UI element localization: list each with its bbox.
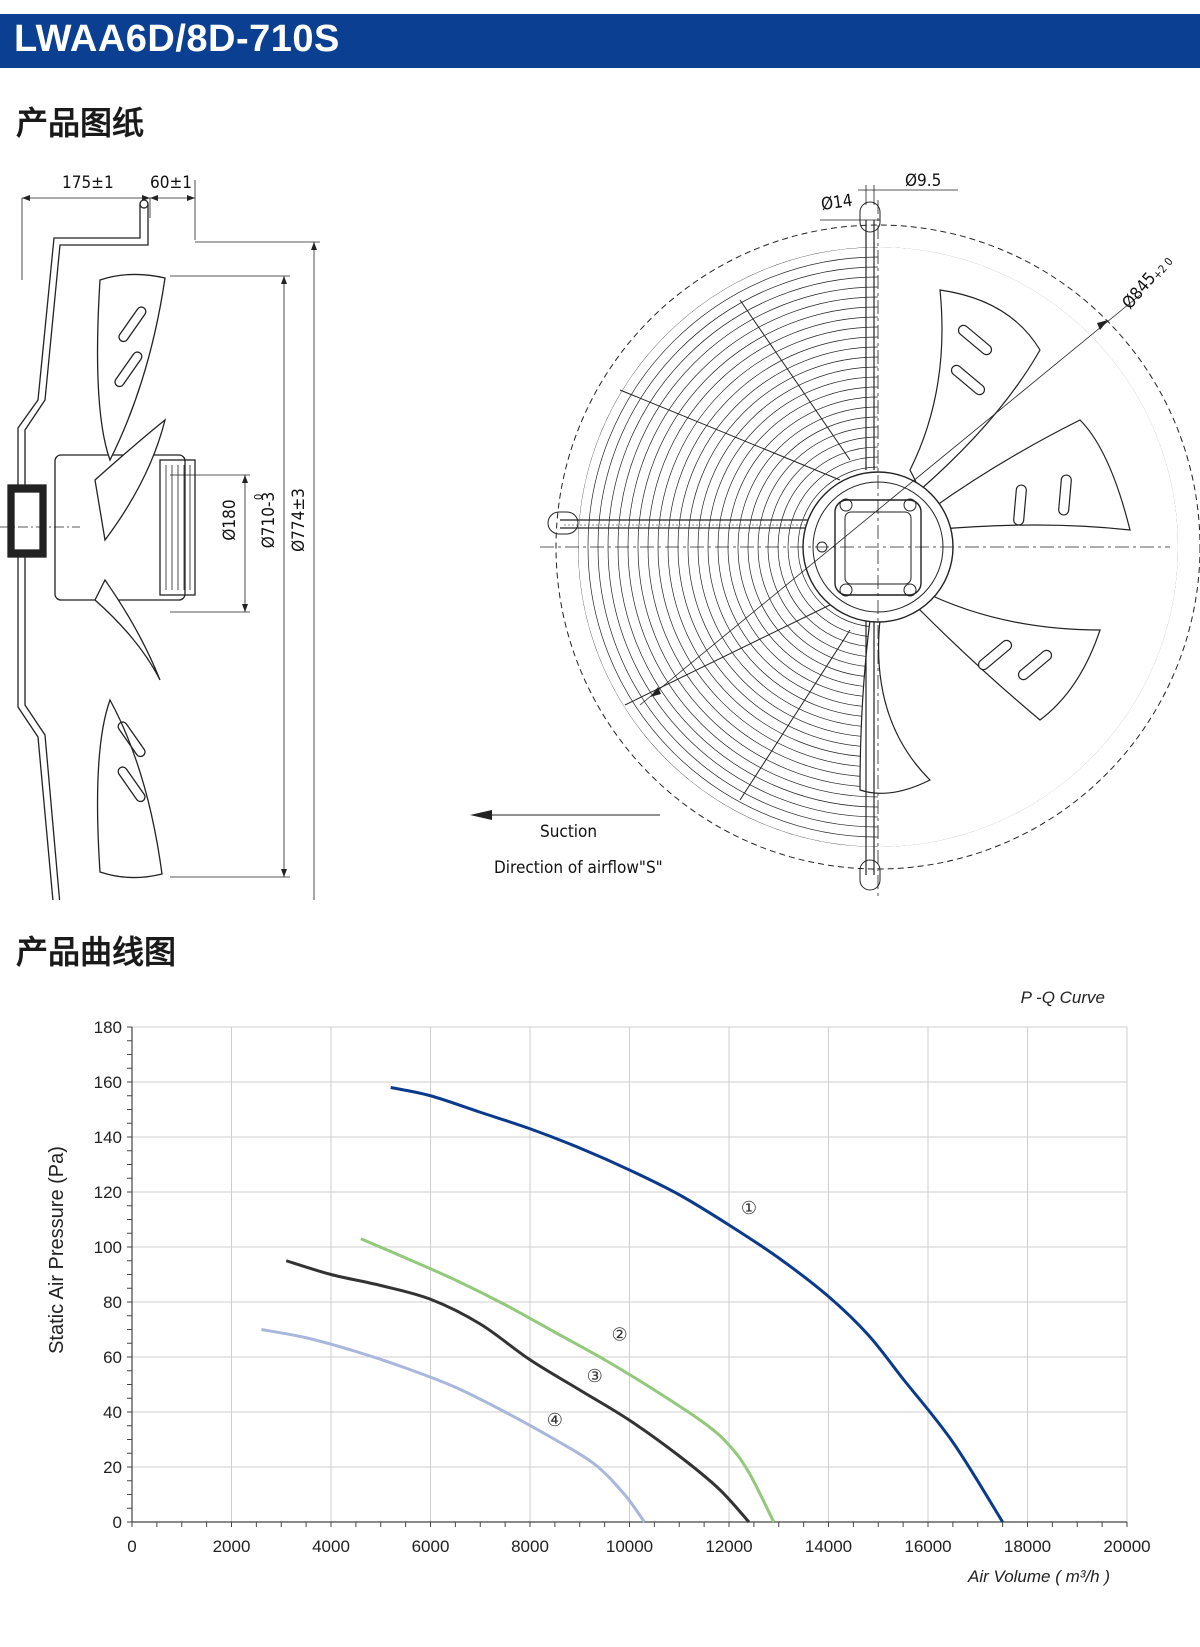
dim-175-label: 175±1 xyxy=(62,173,114,193)
y-tick-label: 180 xyxy=(94,1018,122,1037)
front-view xyxy=(470,185,1200,900)
y-tick-label: 20 xyxy=(103,1458,122,1477)
x-tick-label: 0 xyxy=(127,1537,136,1556)
chart-x-axis-label: Air Volume ( m³/h ) xyxy=(967,1567,1110,1586)
x-tick-label: 16000 xyxy=(904,1537,951,1556)
x-tick-label: 8000 xyxy=(511,1537,549,1556)
y-tick-label: 100 xyxy=(94,1238,122,1257)
title-bar: LWAA6D/8D-710S xyxy=(0,14,1200,68)
x-tick-label: 14000 xyxy=(805,1537,852,1556)
dim-60-label: 60±1 xyxy=(150,173,192,193)
side-view xyxy=(0,180,320,900)
y-tick-label: 120 xyxy=(94,1183,122,1202)
y-tick-label: 0 xyxy=(113,1513,122,1532)
product-drawing: 175±1 60±1 Ø180 Ø710-3 0 Ø774±3 xyxy=(0,171,1200,900)
series-line-4 xyxy=(261,1328,646,1523)
series-label-2: ② xyxy=(611,1325,627,1345)
dim-845-tol-label: +2 0 xyxy=(1150,255,1175,282)
suction-label: Suction xyxy=(540,822,597,842)
series-label-4: ④ xyxy=(547,1410,563,1430)
pq-curve-chart: 0 2000 4000 6000 8000 10000 12000 14000 16000 180… xyxy=(46,988,1151,1586)
series-line-2 xyxy=(360,1237,776,1523)
series-label-1: ① xyxy=(741,1198,757,1218)
airflow-direction-label: Direction of airflow"S" xyxy=(494,858,663,878)
x-tick-label: 18000 xyxy=(1004,1537,1051,1556)
x-tick-label: 2000 xyxy=(213,1537,251,1556)
series-line-3 xyxy=(285,1259,751,1524)
x-tick-label: 10000 xyxy=(606,1537,653,1556)
chart-axes: 0 2000 4000 6000 8000 10000 12000 14000 16000 180… xyxy=(94,1018,1151,1556)
chart-y-axis-label: Static Air Pressure (Pa) xyxy=(46,1146,68,1354)
x-tick-label: 12000 xyxy=(705,1537,752,1556)
series-label-3: ③ xyxy=(587,1366,603,1386)
dim-180-label: Ø180 xyxy=(220,499,240,540)
y-tick-label: 60 xyxy=(103,1348,122,1367)
dim-774-label: Ø774±3 xyxy=(289,488,309,552)
dim-710-tol-label: 0 xyxy=(252,494,265,500)
x-tick-label: 6000 xyxy=(412,1537,450,1556)
series-line-1 xyxy=(390,1086,1004,1523)
x-tick-label: 4000 xyxy=(312,1537,350,1556)
dim-9-5-label: Ø9.5 xyxy=(905,171,941,191)
x-tick-label: 20000 xyxy=(1103,1537,1150,1556)
chart-series-labels: ① ② ③ ④ xyxy=(547,1198,757,1430)
curve-section-title: 产品曲线图 xyxy=(16,933,177,971)
chart-series xyxy=(261,1086,1004,1524)
dim-14-label: Ø14 xyxy=(820,191,854,215)
y-tick-label: 140 xyxy=(94,1128,122,1147)
chart-grid xyxy=(132,1026,1128,1522)
y-tick-label: 40 xyxy=(103,1403,122,1422)
drawing-section-title: 产品图纸 xyxy=(16,104,145,142)
y-tick-label: 160 xyxy=(94,1073,122,1092)
dim-710-label: Ø710-3 xyxy=(259,492,279,548)
chart-title: P -Q Curve xyxy=(1021,988,1105,1007)
y-tick-label: 80 xyxy=(103,1293,122,1312)
model-title: LWAA6D/8D-710S xyxy=(14,18,340,60)
